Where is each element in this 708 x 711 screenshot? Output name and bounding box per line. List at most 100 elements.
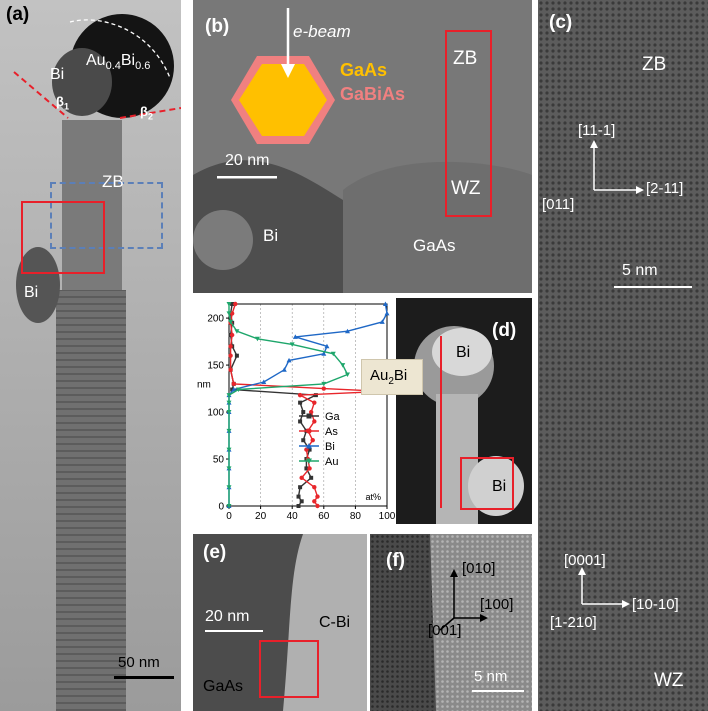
- point-au-12: [330, 351, 336, 357]
- x-tick-label-0: 0: [226, 511, 232, 522]
- point-as-5: [307, 466, 312, 471]
- gaas-label-e: GaAs: [203, 678, 244, 695]
- x-tick-label-2: 40: [287, 511, 299, 522]
- legend-label-ga: Ga: [325, 411, 341, 423]
- panel-d-image: [396, 298, 532, 524]
- dir-010: [010]: [462, 560, 496, 577]
- point-ga-7: [307, 447, 312, 452]
- point-as-8: [310, 438, 315, 443]
- point-bi-10: [281, 367, 287, 372]
- point-as-15: [321, 386, 326, 391]
- wz-label-b: WZ: [451, 178, 481, 199]
- point-au-8: [235, 387, 241, 392]
- zb-region-box: [50, 182, 163, 249]
- bi-region-box-d: [460, 457, 514, 510]
- point-au-14: [254, 336, 260, 342]
- wz-label-c: WZ: [654, 670, 684, 691]
- point-au-4: [226, 428, 232, 434]
- beta2-label: β2: [140, 104, 153, 122]
- bi-bottom-label-d: Bi: [492, 478, 507, 495]
- point-as-11: [308, 409, 314, 415]
- dir-11-1: [11-1]: [578, 122, 616, 139]
- zb-label-c: ZB: [642, 54, 667, 75]
- scalebar-f: 5 nm: [474, 668, 508, 685]
- panel-e: (e) 20 nm C-Bi GaAs: [193, 534, 367, 711]
- point-bi-8: [231, 386, 237, 392]
- y-tick-label-0: 0: [218, 502, 224, 513]
- point-bi-13: [324, 343, 330, 349]
- beta2-sub: 2: [147, 111, 153, 122]
- scalebar-c: 5 nm: [622, 262, 658, 279]
- panel-a-label: (a): [6, 4, 30, 25]
- legend-label-au: Au: [325, 456, 338, 468]
- point-ga-4: [309, 475, 314, 480]
- point-as-17: [228, 367, 233, 372]
- panel-d-label: (d): [492, 320, 517, 341]
- panel-a: (a) Au0.4Bi0.6 Bi β1 β2 ZB Bi 50 nm: [0, 0, 181, 711]
- au2bi-au: Au: [370, 367, 389, 384]
- panel-c: (c) ZB [11-1] [011] [2-11] 5 nm [0001] […: [538, 0, 708, 711]
- x-axis-label: at%: [365, 492, 381, 502]
- region-box-e: [259, 640, 319, 698]
- point-as-16: [231, 381, 236, 387]
- y-tick-label-2: 100: [207, 408, 224, 419]
- point-as-4: [299, 475, 304, 481]
- point-bi-15: [345, 328, 350, 334]
- panel-f-label: (f): [386, 550, 405, 571]
- legend-marker-as: [306, 428, 312, 434]
- particle-composition-label: Au0.4Bi0.6: [86, 52, 150, 72]
- dir-011: [011]: [542, 196, 575, 213]
- dir-0001: [0001]: [564, 552, 606, 569]
- point-as-12: [312, 400, 317, 405]
- point-ga-0: [296, 504, 301, 508]
- series-line-as: [229, 303, 384, 507]
- panel-d: (d) Bi Bi: [396, 298, 532, 524]
- point-au-18: [226, 302, 232, 307]
- point-au-11: [340, 363, 346, 368]
- point-as-1: [312, 499, 317, 504]
- y-tick-label-1: 50: [213, 455, 225, 466]
- point-ga-17: [234, 353, 239, 358]
- point-ga-10: [298, 419, 303, 424]
- particle-au-sub: 0.4: [105, 60, 121, 73]
- point-au-2: [226, 466, 232, 471]
- panel-f: (f) [010] [100] [001] 5 nm: [370, 534, 532, 711]
- au2bi-label: Au2Bi: [370, 367, 407, 387]
- beta1-label: β1: [56, 94, 69, 112]
- zb-wz-region-box: [445, 30, 492, 217]
- x-tick-label-1: 20: [255, 511, 267, 522]
- dir-001: [001]: [428, 622, 462, 639]
- point-ga-11: [301, 410, 306, 415]
- point-ga-14: [230, 387, 235, 392]
- point-as-18: [228, 353, 233, 358]
- y-axis-label: nm: [197, 380, 211, 391]
- panel-b-label: (b): [205, 16, 230, 37]
- dir-2-11: [2-11]: [646, 180, 684, 197]
- point-ga-3: [298, 485, 303, 490]
- beta1-symbol: β: [56, 94, 64, 109]
- y-tick-label-4: 200: [207, 314, 224, 325]
- scalebar-a: 50 nm: [118, 654, 160, 671]
- series-line-au: [228, 304, 349, 506]
- gaas-legend: GaAs: [340, 60, 388, 80]
- panel-c-label: (c): [549, 12, 573, 33]
- dir-100: [100]: [480, 596, 514, 613]
- point-ga-12: [298, 400, 303, 405]
- particle-bi: Bi: [120, 52, 136, 69]
- point-au-10: [345, 372, 350, 377]
- point-bi-16: [379, 319, 385, 324]
- gabias-legend: GaBiAs: [340, 84, 406, 104]
- scalebar-b: 20 nm: [225, 152, 270, 169]
- legend-marker-bi: [306, 443, 312, 449]
- point-au-9: [321, 381, 327, 387]
- particle-bi-sub: 0.6: [135, 60, 151, 73]
- beta2-symbol: β: [140, 104, 148, 119]
- point-au-16: [228, 319, 234, 325]
- au2bi-bi: Bi: [393, 367, 408, 384]
- point-as-13: [297, 392, 303, 398]
- point-ga-5: [304, 466, 309, 471]
- panel-e-image: [193, 534, 367, 711]
- point-au-0: [226, 504, 232, 509]
